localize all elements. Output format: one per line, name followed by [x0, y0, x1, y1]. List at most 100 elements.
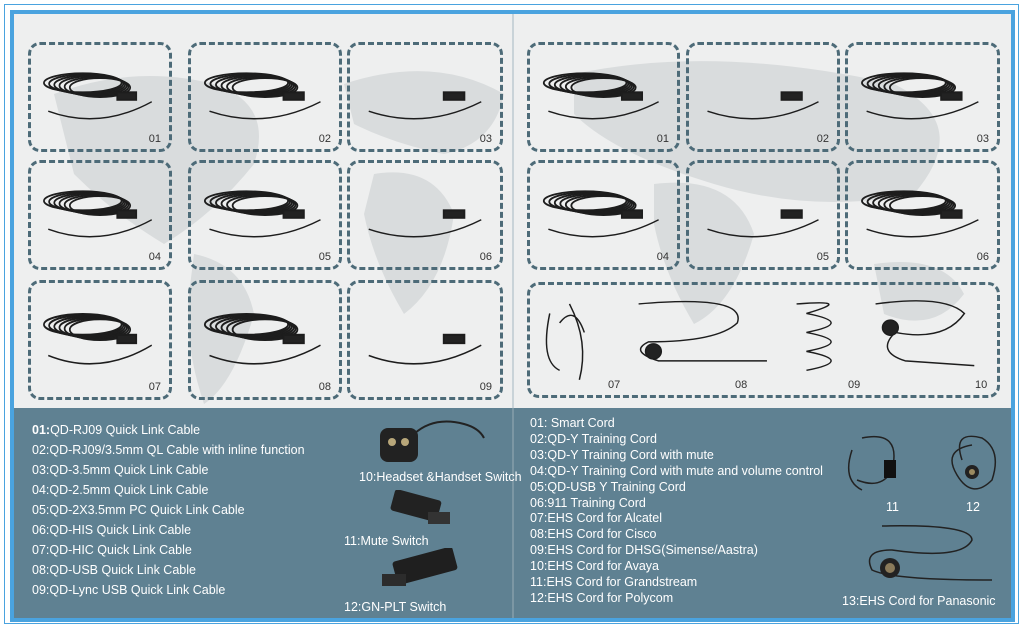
product-item: 02:QD-RJ09/3.5mm QL Cable with inline fu… — [32, 440, 305, 460]
headset-handset-switch-image — [380, 420, 485, 462]
cord-item: 12:EHS Cord for Polycom — [530, 590, 674, 605]
panel-divider — [512, 408, 514, 618]
cord-item: 01: Smart Cord — [530, 416, 615, 430]
right-tile-02: 02 — [686, 42, 840, 152]
product-name: QD-Lync USB Quick Link Cable — [49, 583, 226, 597]
product-name: QD-HIC Quick Link Cable — [49, 543, 192, 557]
page-divider — [512, 14, 514, 618]
tile-number: 03 — [976, 133, 989, 145]
tile-number: 04 — [148, 251, 161, 263]
panasonic-cord-image — [868, 525, 993, 581]
mute-switch-image — [390, 490, 450, 524]
product-name: QD-2.5mm Quick Link Cable — [49, 483, 209, 497]
cable-image — [861, 72, 979, 120]
cable-image — [43, 190, 153, 238]
cable-image — [203, 190, 321, 238]
gn-plt-switch-image — [382, 548, 458, 586]
cable-image — [368, 91, 482, 120]
product-item: 09:QD-Lync USB Quick Link Cable — [32, 580, 305, 600]
right-tile-06: 06 — [845, 160, 1000, 270]
right-tile-01: 01 — [527, 42, 680, 152]
cable-image — [542, 72, 659, 120]
product-name: QD-HIS Quick Link Cable — [49, 523, 192, 537]
switch-caption-11: 11:Mute Switch — [344, 534, 429, 548]
tile-number: 06 — [479, 251, 492, 263]
photo-label-12: 12 — [966, 500, 980, 514]
right-tile-04: 04 — [527, 160, 680, 270]
product-name: QD-RJ09 Quick Link Cable — [50, 423, 201, 437]
left-tile-02: 02 — [188, 42, 342, 152]
product-name: QD-2X3.5mm PC Quick Link Cable — [49, 503, 245, 517]
cord-item: 08:EHS Cord for Cisco — [530, 527, 657, 542]
tile-number: 03 — [479, 133, 492, 145]
product-item: 08:QD-USB Quick Link Cable — [32, 560, 305, 580]
cable-image — [542, 190, 659, 238]
cord-item: 05:QD-USB Y Training Cord — [530, 479, 686, 494]
tile-number: 02 — [816, 133, 829, 145]
product-item: 07:QD-HIC Quick Link Cable — [32, 540, 305, 560]
product-name: QD-USB Quick Link Cable — [49, 563, 196, 577]
left-tile-03: 03 — [347, 42, 503, 152]
tile-number: 04 — [656, 251, 669, 263]
product-number: 06: — [32, 523, 50, 537]
tile-number: 01 — [148, 133, 161, 145]
product-item: 04:QD-2.5mm Quick Link Cable — [32, 480, 305, 500]
cable-image — [368, 333, 482, 365]
outer-frame — [4, 4, 1019, 624]
cord-item: 03:QD-Y Training Cord with mute — [530, 447, 714, 462]
cable-image — [861, 190, 979, 238]
tile-number: 06 — [976, 251, 989, 263]
tile-number: 05 — [318, 251, 331, 263]
cord-item: 09:EHS Cord for DHSG(Simense/Aastra) — [530, 543, 758, 558]
tile-number: 08 — [735, 379, 748, 391]
tile-number: 09 — [479, 381, 492, 393]
tile-number: 07 — [608, 379, 621, 391]
cord-item: 04:QD-Y Training Cord with mute and volu… — [530, 463, 823, 478]
tile-number: 09 — [848, 379, 861, 391]
product-number: 01: — [32, 423, 51, 437]
cable-image — [707, 209, 819, 238]
product-name: QD-3.5mm Quick Link Cable — [49, 463, 209, 477]
switch-caption-10: 10:Headset &Handset Switch — [359, 470, 522, 484]
right-wide-tile: 07 08 09 10 — [527, 282, 1000, 398]
cable-image — [707, 91, 819, 120]
product-number: 08: — [32, 563, 50, 577]
cable-image — [203, 313, 321, 365]
product-number: 09: — [32, 583, 50, 597]
product-item: 05:QD-2X3.5mm PC Quick Link Cable — [32, 500, 305, 520]
tile-number: 08 — [318, 381, 331, 393]
left-tile-04: 04 — [28, 160, 172, 270]
left-tile-08: 08 — [188, 280, 342, 400]
left-tile-01: 01 — [28, 42, 172, 152]
product-number: 07: — [32, 543, 50, 557]
tile-number: 10 — [975, 379, 988, 391]
cable-image — [43, 313, 153, 365]
ehs-cords-11-12-image — [847, 435, 997, 491]
cable-image — [203, 72, 321, 120]
ehs-cords-image — [545, 300, 975, 380]
panasonic-caption: 13:EHS Cord for Panasonic — [842, 594, 996, 608]
cord-item: 11:EHS Cord for Grandstream — [530, 575, 698, 590]
left-tile-09: 09 — [347, 280, 503, 400]
left-tile-07: 07 — [28, 280, 172, 400]
photo-label-11: 11 — [886, 500, 899, 514]
product-number: 04: — [32, 483, 50, 497]
cord-item: 10:EHS Cord for Avaya — [530, 559, 660, 574]
tile-number: 02 — [318, 133, 331, 145]
cord-item: 02:QD-Y Training Cord — [530, 431, 657, 446]
product-item: 06:QD-HIS Quick Link Cable — [32, 520, 305, 540]
cable-image — [368, 209, 482, 238]
right-tile-05: 05 — [686, 160, 840, 270]
product-name: QD-RJ09/3.5mm QL Cable with inline funct… — [49, 443, 305, 457]
product-number: 03: — [32, 463, 50, 477]
cord-item: 06:911 Training Cord — [530, 495, 646, 510]
tile-number: 01 — [656, 133, 669, 145]
product-number: 02: — [32, 443, 50, 457]
tile-number: 07 — [148, 381, 161, 393]
product-item: 01:QD-RJ09 Quick Link Cable — [32, 420, 305, 440]
catalog-page: 01 02 03 04 05 06 07 08 09 01 02 03 04 05 06 07 08 09 10 0… — [10, 10, 1015, 622]
cord-item: 07:EHS Cord for Alcatel — [530, 511, 663, 526]
